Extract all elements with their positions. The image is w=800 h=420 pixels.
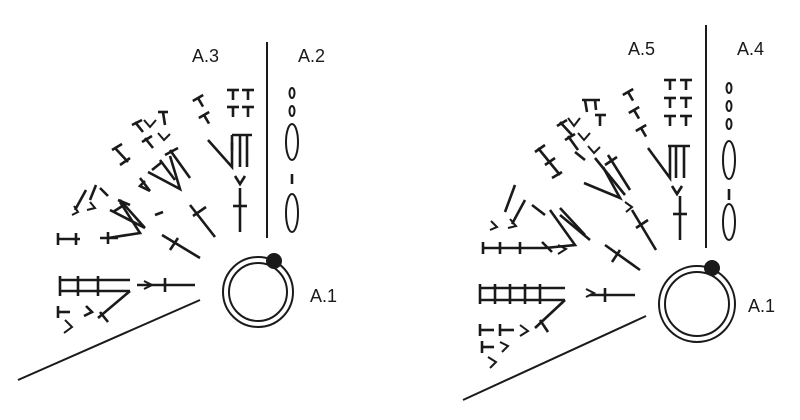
diagram-left: A.3 A.2 A.1 [17, 42, 337, 381]
a4-column [722, 82, 736, 241]
boundary-line [17, 299, 201, 381]
slip-stitch-dot [704, 260, 720, 276]
label-a3: A.3 [192, 46, 219, 66]
slip-stitch-dot [266, 253, 282, 269]
a3-vertical-column [191, 88, 256, 234]
label-a1: A.1 [310, 286, 337, 306]
a5-vertical-column [621, 78, 694, 242]
a2-column [285, 87, 299, 233]
magic-ring [658, 265, 736, 343]
label-a2: A.2 [298, 46, 325, 66]
label-a4: A.4 [737, 39, 764, 59]
label-a1-right: A.1 [748, 296, 775, 316]
magic-ring [222, 256, 294, 328]
a3-diagonal-stitches [56, 110, 217, 334]
diagram-right: A.5 A.4 A.1 [462, 25, 775, 401]
label-a5: A.5 [628, 39, 655, 59]
a5-diagonal-stitches [478, 98, 658, 369]
boundary-line [462, 315, 647, 401]
